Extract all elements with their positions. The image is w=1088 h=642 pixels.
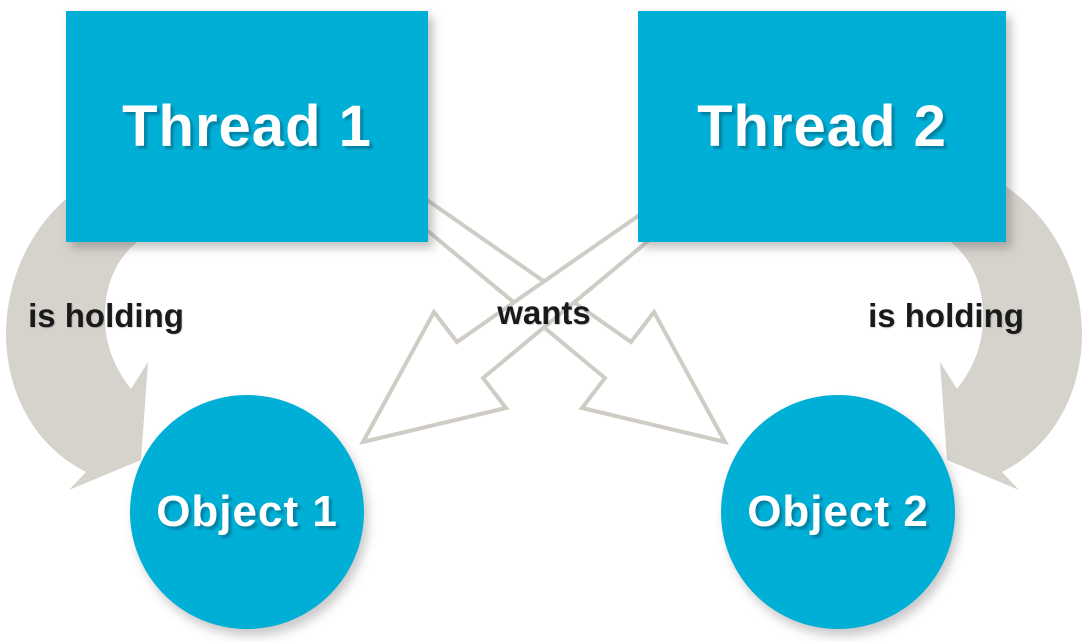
edge-label-wants: wants (497, 294, 591, 331)
holds-arrow-thread2-object2 (936, 170, 1082, 490)
node-thread-1: Thread 1 (66, 11, 428, 242)
edge-label-is-holding-right: is holding (868, 297, 1024, 334)
node-thread-2: Thread 2 (638, 11, 1006, 242)
edge-label-is-holding-left: is holding (28, 297, 184, 334)
node-object-1-label: Object 1 (156, 487, 338, 536)
node-object-2-label: Object 2 (747, 487, 929, 536)
node-thread-1-label: Thread 1 (122, 94, 372, 159)
node-thread-2-label: Thread 2 (697, 94, 947, 159)
node-object-2: Object 2 (721, 395, 955, 629)
node-object-1: Object 1 (130, 395, 364, 629)
holds-arrow-thread1-object1 (6, 170, 152, 490)
